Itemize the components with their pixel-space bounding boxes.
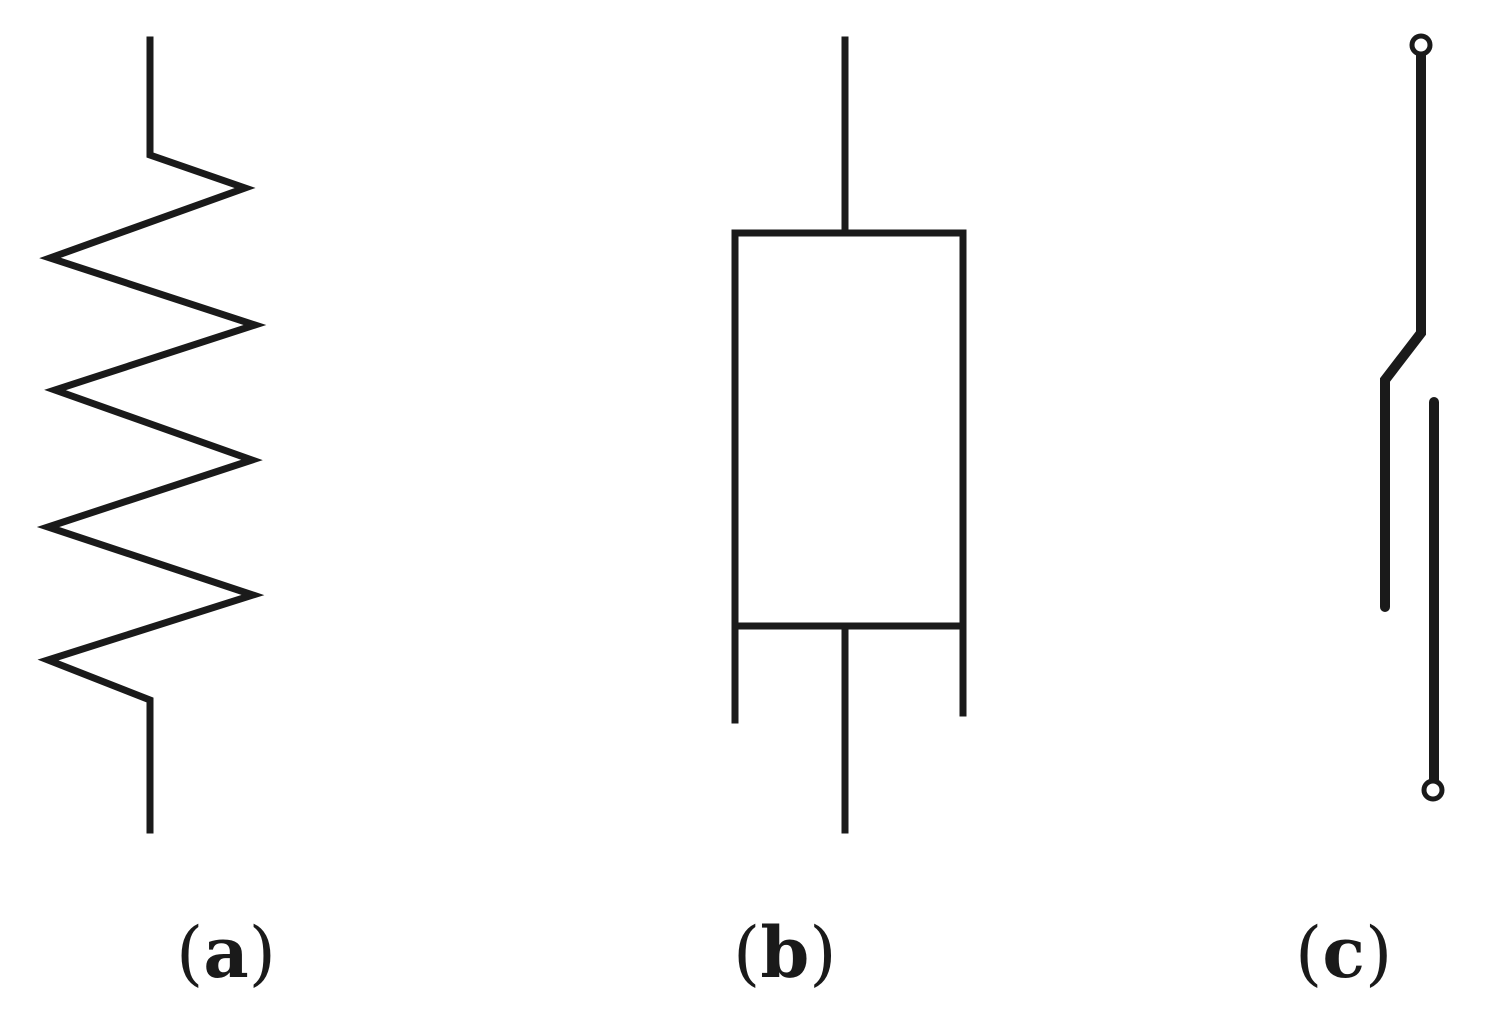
caption-c-letter: c [1322,911,1365,994]
caption-c-open: ( [1295,912,1323,994]
dashpot-symbol [731,36,967,834]
slider-symbol [1380,33,1445,802]
caption-a-open: ( [176,912,204,994]
caption-c-close: ) [1364,912,1393,994]
slider-bottom-terminal [1421,778,1445,802]
spring-symbol [36,36,267,834]
caption-b-close: ) [809,912,837,994]
dashpot-cylinder [731,229,967,630]
spring-zigzag-line [36,36,267,834]
caption-a-letter: a [203,911,249,994]
caption-c: (c) [1295,918,1392,989]
caption-b: (b) [733,918,837,989]
caption-a-close: ) [248,912,276,994]
caption-b-open: ( [733,912,761,994]
slider-upper-rod [1380,43,1426,612]
caption-b-letter: b [760,911,810,994]
caption-a: (a) [176,918,276,989]
slider-top-terminal [1409,33,1433,57]
